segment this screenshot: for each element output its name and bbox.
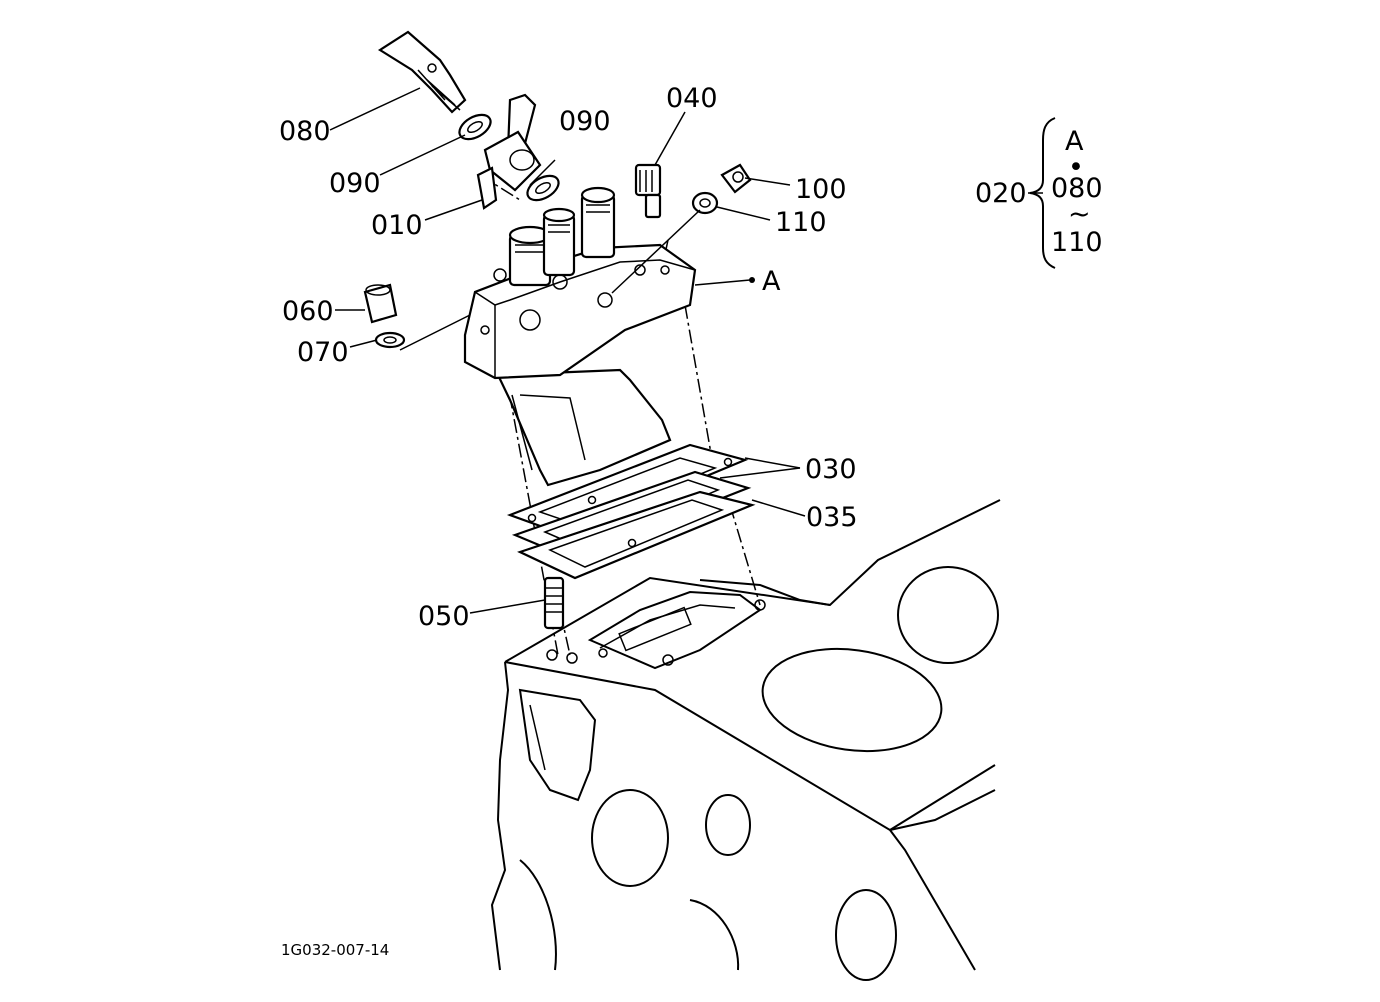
assembly-legend: 020 A • 080 ~ 110 — [975, 117, 1103, 269]
callout-labels: 080 090 010 090 040 100 110 A 060 070 03… — [279, 83, 858, 632]
legend-top: A — [1065, 126, 1084, 157]
injection-pump — [463, 186, 697, 487]
nut-060 — [363, 283, 398, 324]
legend-range-end: 110 — [1051, 227, 1103, 258]
callout-060: 060 — [282, 296, 334, 327]
washer-110 — [691, 191, 719, 215]
washer-090b — [526, 174, 560, 202]
drawing-number: 1G032-007-14 — [281, 941, 389, 959]
legend-assembly-number: 020 — [975, 178, 1027, 209]
callout-035: 035 — [806, 502, 858, 533]
fuel-connector — [476, 93, 542, 210]
callout-050: 050 — [418, 601, 470, 632]
washer-090a — [458, 113, 492, 141]
banjo-bolt — [377, 30, 467, 114]
callout-a: A — [762, 266, 781, 297]
callout-030: 030 — [805, 454, 857, 485]
legend-range-start: 080 — [1051, 173, 1103, 204]
leader-lines — [329, 87, 806, 614]
legend-tilde: ~ — [1068, 199, 1091, 230]
engine-block — [490, 499, 1001, 981]
callout-070: 070 — [297, 337, 349, 368]
gasket-stack — [506, 443, 756, 580]
callout-010: 010 — [371, 210, 423, 241]
callout-080: 080 — [279, 116, 331, 147]
callout-090-left: 090 — [329, 168, 381, 199]
legend-dot: • — [1068, 152, 1084, 183]
plug-100 — [720, 163, 752, 194]
callout-040: 040 — [666, 83, 718, 114]
callout-100: 100 — [795, 174, 847, 205]
callout-110: 110 — [775, 207, 827, 238]
washer-070 — [374, 331, 406, 349]
callout-090-right: 090 — [559, 106, 611, 137]
bleed-screw-040 — [634, 163, 662, 219]
stud-050 — [543, 576, 565, 630]
